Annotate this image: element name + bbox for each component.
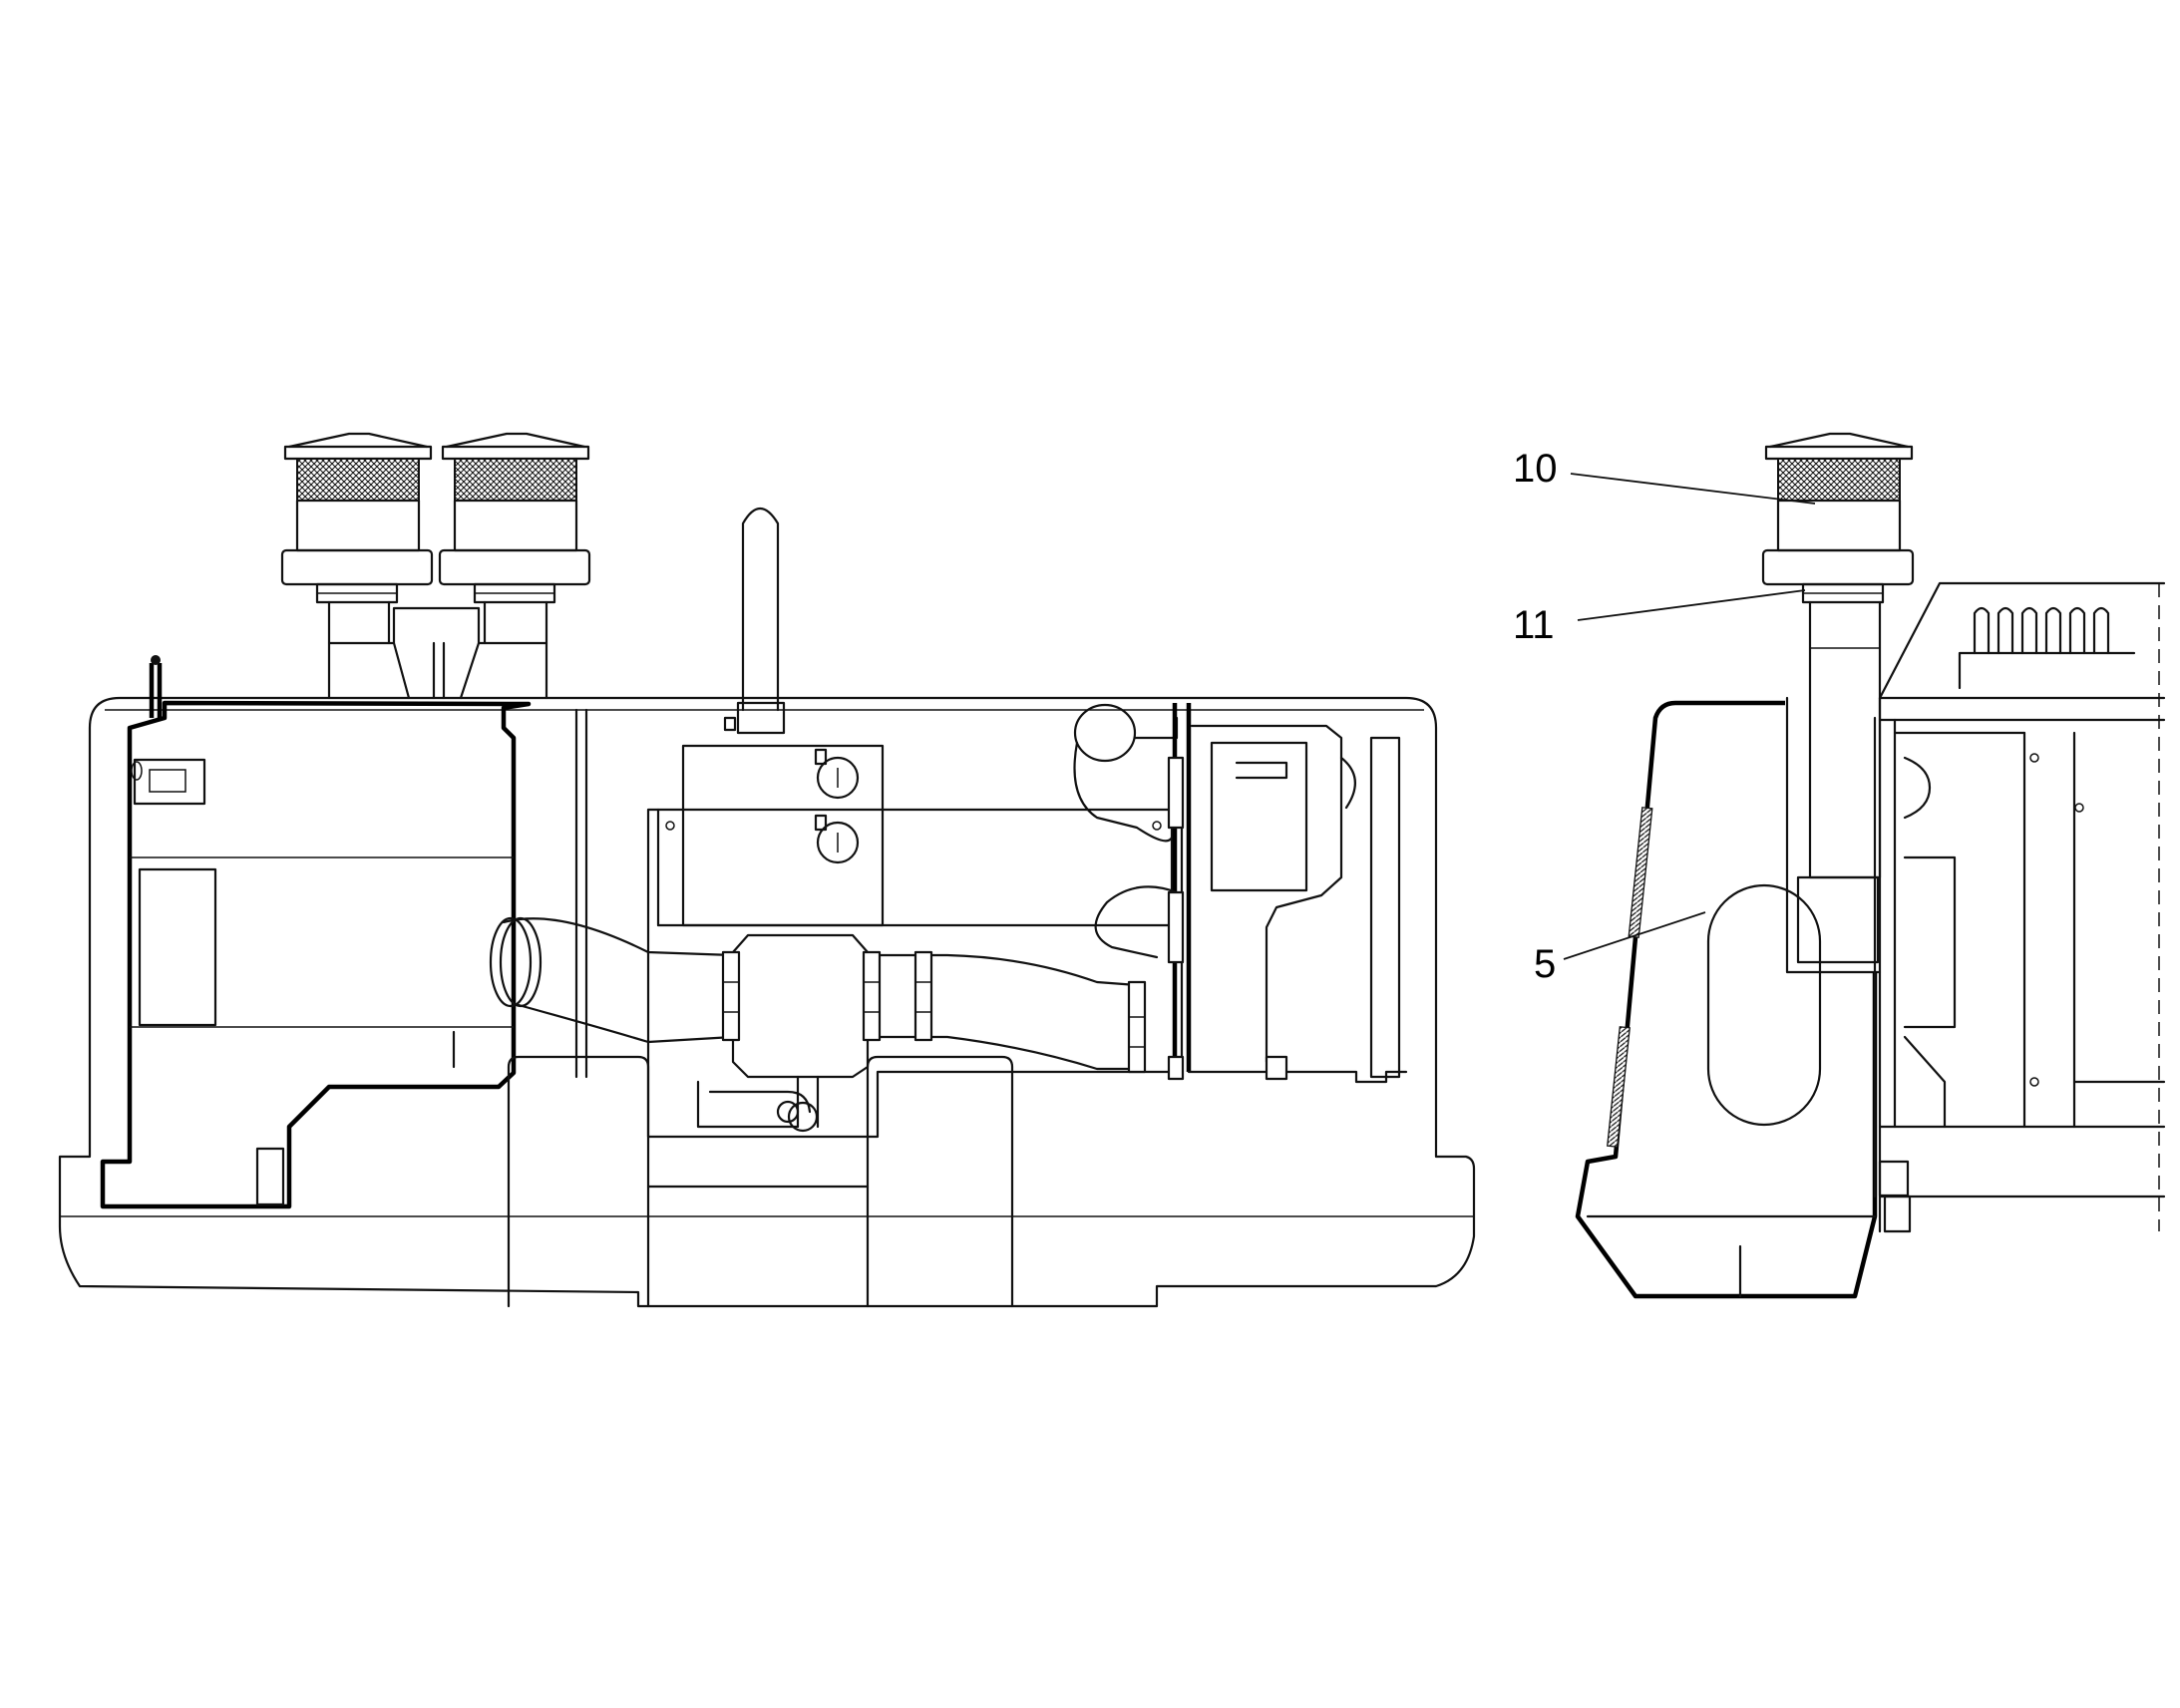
oval-inlet <box>1706 883 1822 1127</box>
leader-11 <box>1577 589 1806 621</box>
access-panel <box>138 867 217 1027</box>
leader-5 <box>1563 911 1706 960</box>
callout-5: 5 <box>1534 942 1556 986</box>
housing-outer <box>58 696 1476 1308</box>
radiator-fins <box>1958 606 2136 690</box>
side-air-filter <box>1761 432 1915 604</box>
front-view <box>58 432 1476 1308</box>
pressure-gauges <box>814 748 860 864</box>
callout-11: 11 <box>1513 603 1555 647</box>
leader-10 <box>1570 473 1816 505</box>
callout-10: 10 <box>1513 447 1558 491</box>
exhaust-pipe <box>741 507 780 712</box>
left-compartment <box>100 700 532 1209</box>
side-intake-duct <box>1808 600 1882 879</box>
air-filter-left <box>280 432 434 700</box>
blower-housing <box>731 933 870 1079</box>
side-housing <box>1575 700 1878 1299</box>
intake-manifold <box>327 606 548 700</box>
connector-box <box>133 758 206 806</box>
skid-base <box>507 1055 1014 1308</box>
side-view: 10 11 5 <box>1513 432 2166 1299</box>
hose-right <box>866 953 1139 1071</box>
air-filter-right <box>438 432 591 700</box>
adjacent-enclosure <box>1878 581 2166 722</box>
